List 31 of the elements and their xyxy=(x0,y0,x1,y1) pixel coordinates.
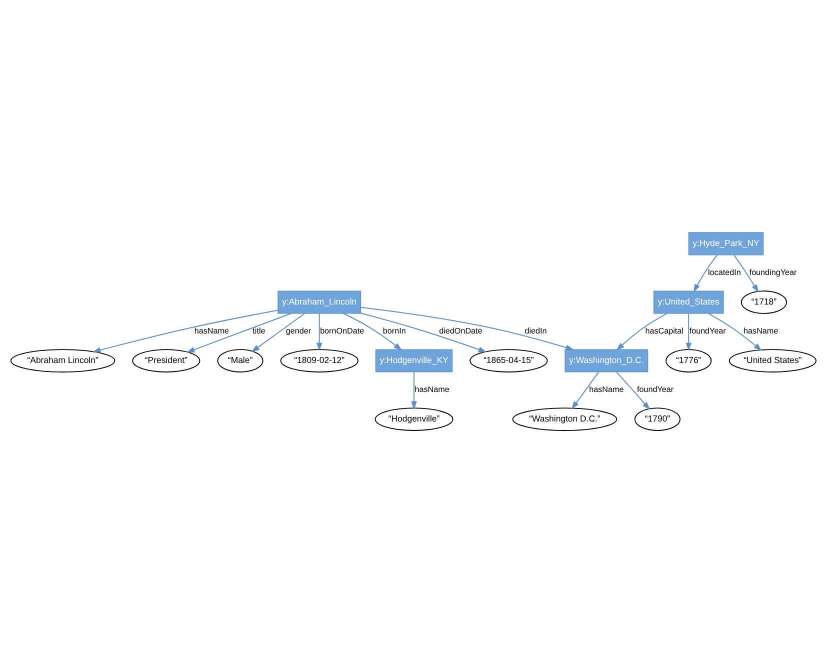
arrow xyxy=(686,312,692,350)
node-ellipse: “Abraham Lincoln” xyxy=(10,348,116,372)
arrow xyxy=(316,312,322,350)
arrow xyxy=(616,312,668,350)
node-ellipse: “Washington D.C.” xyxy=(512,407,618,430)
arrow xyxy=(92,309,278,352)
arrow xyxy=(693,254,718,292)
node-ellipse: “Hodgenville” xyxy=(374,407,454,430)
node-ellipse: “1718” xyxy=(740,290,788,314)
arrow xyxy=(616,371,650,410)
node-ellipse: “1865-04-15” xyxy=(470,348,548,372)
node-ellipse: “1776” xyxy=(666,348,712,372)
arrow xyxy=(342,312,402,350)
node-box: y:Abraham_Lincoln xyxy=(278,290,362,314)
node-ellipse: “1809-02-12” xyxy=(280,348,358,372)
node-ellipse: “Male” xyxy=(217,348,264,372)
node-ellipse: “1790” xyxy=(634,407,681,430)
arrow xyxy=(733,254,759,292)
arrow xyxy=(708,312,762,350)
node-ellipse: “United States” xyxy=(728,348,816,372)
arrow xyxy=(360,312,487,352)
node-box: y:Hodgenville_KY xyxy=(375,348,453,372)
arrow xyxy=(186,312,292,352)
arrow xyxy=(360,306,574,350)
arrow xyxy=(251,312,306,352)
node-box: y:Hyde_Park_NY xyxy=(688,232,764,255)
node-box: y:United_States xyxy=(653,290,724,314)
arrow xyxy=(571,371,600,409)
node-box: y:Washington_D.C. xyxy=(564,348,648,372)
arrow xyxy=(411,371,417,409)
node-ellipse: “President” xyxy=(132,348,200,372)
